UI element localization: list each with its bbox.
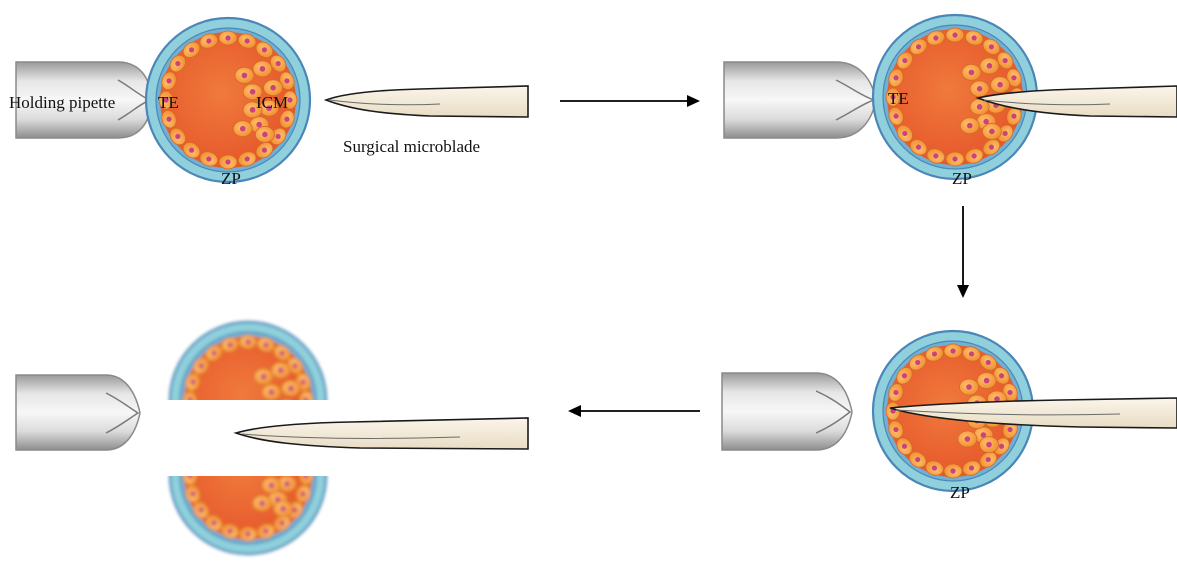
trophectoderm-cell (944, 344, 962, 358)
inner-cell-mass-cell (255, 126, 274, 142)
trophectoderm-cell (183, 391, 197, 409)
inner-cell-mass-cell (253, 495, 272, 511)
trophectoderm-cell (255, 446, 276, 465)
blastocoel-cavity (184, 336, 312, 464)
trophectoderm-cell (294, 447, 313, 468)
surgical-microblade (236, 418, 528, 449)
inner-cell-mass-cell (960, 118, 979, 134)
zp-label: ZP (952, 169, 972, 188)
trophectoderm-cell (946, 28, 964, 42)
inner-cell-mass-cell (960, 379, 979, 395)
trophectoderm-cell (239, 451, 257, 465)
trophectoderm-cell (299, 467, 313, 485)
trophectoderm-cell (183, 447, 202, 468)
inner-cell-mass-cell (281, 456, 300, 472)
trophectoderm-cell (203, 418, 226, 440)
trophectoderm-cell (886, 402, 900, 420)
step-1-panel: Holding pipette TE ICM ZP Surgical micro… (9, 18, 528, 188)
trophectoderm-cell (299, 391, 313, 409)
trophectoderm-cell (946, 152, 964, 166)
embryo-half-top (170, 322, 326, 478)
inner-cell-mass-cell (233, 121, 252, 137)
arrow-left (568, 405, 700, 417)
holding-pipette (724, 62, 876, 138)
inner-cell-mass-cell (235, 67, 254, 83)
trophectoderm-cell (239, 527, 257, 541)
inner-cell-mass-cell (262, 477, 281, 493)
inner-cell-mass-cell (253, 61, 272, 77)
inner-cell-mass-cell (970, 81, 989, 97)
trophectoderm-cell (239, 335, 257, 349)
trophectoderm-cell (219, 31, 237, 45)
trophectoderm-cell (183, 407, 202, 428)
surgical-microblade (326, 86, 528, 117)
trophectoderm-cell (239, 411, 257, 425)
icm-label: ICM (256, 93, 288, 112)
trophectoderm-cell (190, 423, 212, 446)
step-3-panel: ZP (722, 331, 1177, 502)
inner-cell-mass-cell (982, 123, 1001, 139)
trophectoderm-cell (183, 467, 197, 485)
trophectoderm-cell (190, 431, 212, 454)
inner-cell-mass-cell (271, 362, 290, 378)
holding-pipette (722, 373, 852, 450)
embryo-half-bottom (170, 398, 326, 554)
inner-cell-mass-cell (958, 431, 977, 447)
inner-cell-mass-cell (977, 373, 996, 389)
inner-cell-mass-cell (262, 384, 281, 400)
inner-cell-mass-cell (962, 64, 981, 80)
trophectoderm-cell (944, 464, 962, 478)
inner-cell-mass-cell (254, 369, 273, 385)
step-2-panel: TE ZP (724, 15, 1177, 188)
inner-cell-mass-cell (262, 401, 281, 417)
inner-cell-mass-cell (274, 501, 293, 517)
arrow-down (957, 206, 969, 298)
inner-cell-mass-cell (991, 77, 1010, 93)
inner-cell-mass-cell (278, 400, 297, 416)
te-label: TE (158, 93, 179, 112)
trophectoderm-cell (219, 155, 237, 169)
zp-label: ZP (221, 169, 241, 188)
trophectoderm-cell (219, 446, 240, 465)
te-label: TE (888, 89, 909, 108)
trophectoderm-cell (203, 436, 226, 458)
inner-cell-mass-cell (980, 437, 999, 453)
holding-pipette-label: Holding pipette (9, 93, 115, 112)
surgical-microblade-label: Surgical microblade (343, 137, 480, 156)
trophectoderm-cell (219, 411, 240, 430)
arrow-right (560, 95, 700, 107)
inner-cell-mass-cell (980, 58, 999, 74)
step-4-panel (16, 322, 528, 554)
inner-cell-mass-cell (262, 460, 281, 476)
holding-pipette (16, 375, 140, 450)
inner-cell-mass-cell (281, 380, 300, 396)
zp-label: ZP (950, 483, 970, 502)
inner-cell-mass-cell (254, 445, 273, 461)
